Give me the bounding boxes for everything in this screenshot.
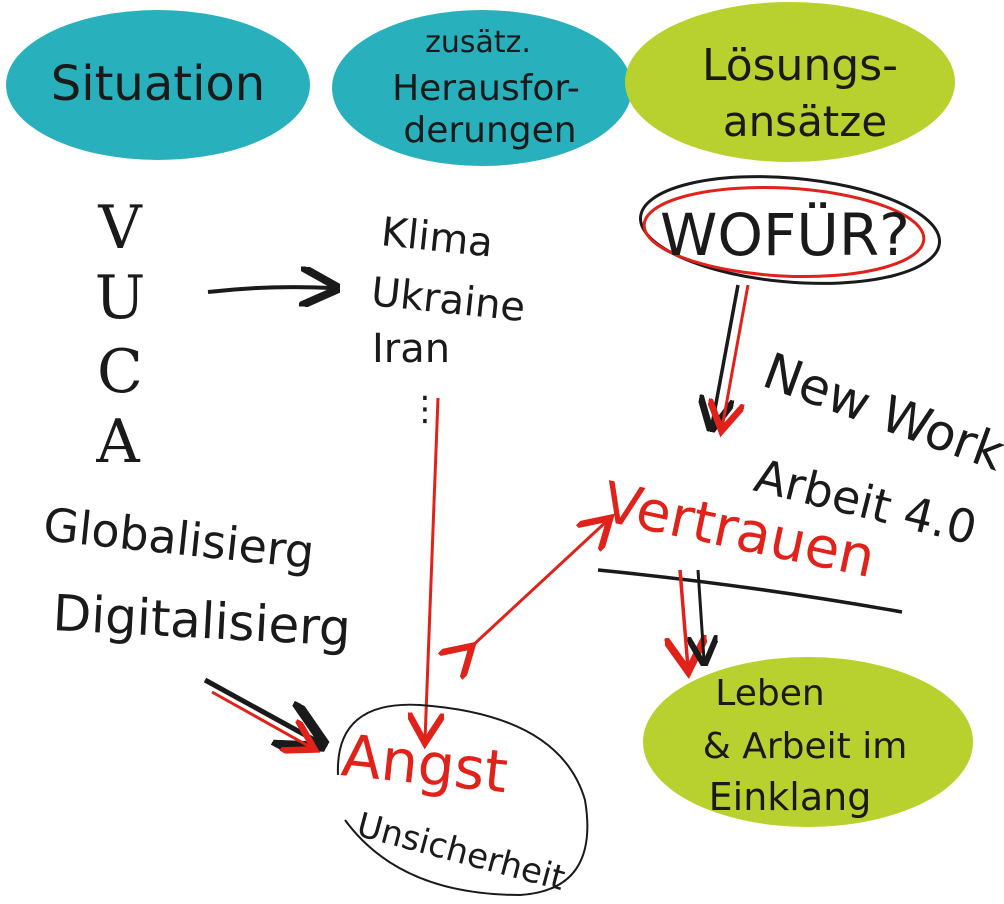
solutions-label-line2: ansätze (723, 97, 887, 146)
vuca-letters: V U C A (95, 193, 146, 477)
question-group: WOFÜR? (639, 175, 941, 285)
vuca-letter-a: A (95, 407, 140, 477)
vuca-letter-u: U (95, 263, 146, 333)
vuca-letter-c: C (97, 337, 143, 407)
challenge-item-ukraine: Ukraine (369, 269, 527, 331)
challenges-oval-shape (332, 10, 632, 166)
fear-trust-double-arrow (470, 520, 608, 648)
outcome-oval-shape (643, 657, 973, 827)
fear-text: Angst (339, 721, 511, 806)
challenges-label-line1: zusätz. (425, 25, 531, 60)
question-circle-black (639, 175, 941, 285)
challenges-label-line3: derungen (403, 110, 576, 151)
globalization-text: Globalisierg (41, 497, 317, 579)
vuca-letter-v: V (97, 193, 143, 263)
trust-to-outcome-arrow-red (680, 569, 688, 668)
trust-underline (597, 568, 903, 614)
trust-to-outcome-arrow-black (698, 569, 704, 660)
challenge-item-iran: Iran (372, 326, 450, 372)
fear-group: Angst Unsicherheit (336, 703, 589, 899)
challenges-oval: zusätz. Herausfor- derungen (332, 10, 632, 166)
solutions-oval: Lösungs- ansätze (625, 2, 955, 162)
digital-to-fear-arrow-black (203, 677, 318, 742)
question-text: WOFÜR? (660, 201, 910, 269)
outcome-label-line2: & Arbeit im (703, 726, 908, 767)
situation-oval: Situation (6, 10, 310, 160)
outcome-label-line3: Einklang (709, 775, 872, 819)
digitalization-text: Digitalisierg (51, 584, 352, 658)
uncertainty-text: Unsicherheit (353, 805, 569, 899)
outcome-label-line1: Leben (715, 673, 824, 714)
situation-label: Situation (51, 56, 265, 112)
solutions-oval-shape (625, 2, 955, 162)
question-to-trust-arrow-red (722, 284, 750, 428)
digital-to-fear-arrow-red (211, 690, 312, 748)
vuca-to-challenges-arrow (207, 287, 332, 292)
challenge-item-klima: Klima (379, 209, 495, 266)
challenges-to-fear-arrow (425, 397, 438, 740)
question-circle-red (642, 185, 926, 279)
challenges-label-line2: Herausfor- (392, 68, 580, 109)
outcome-oval: Leben & Arbeit im Einklang (643, 657, 973, 827)
situation-oval-shape (6, 10, 310, 160)
solutions-label-line1: Lösungs- (702, 40, 898, 91)
fear-outline (336, 703, 589, 897)
